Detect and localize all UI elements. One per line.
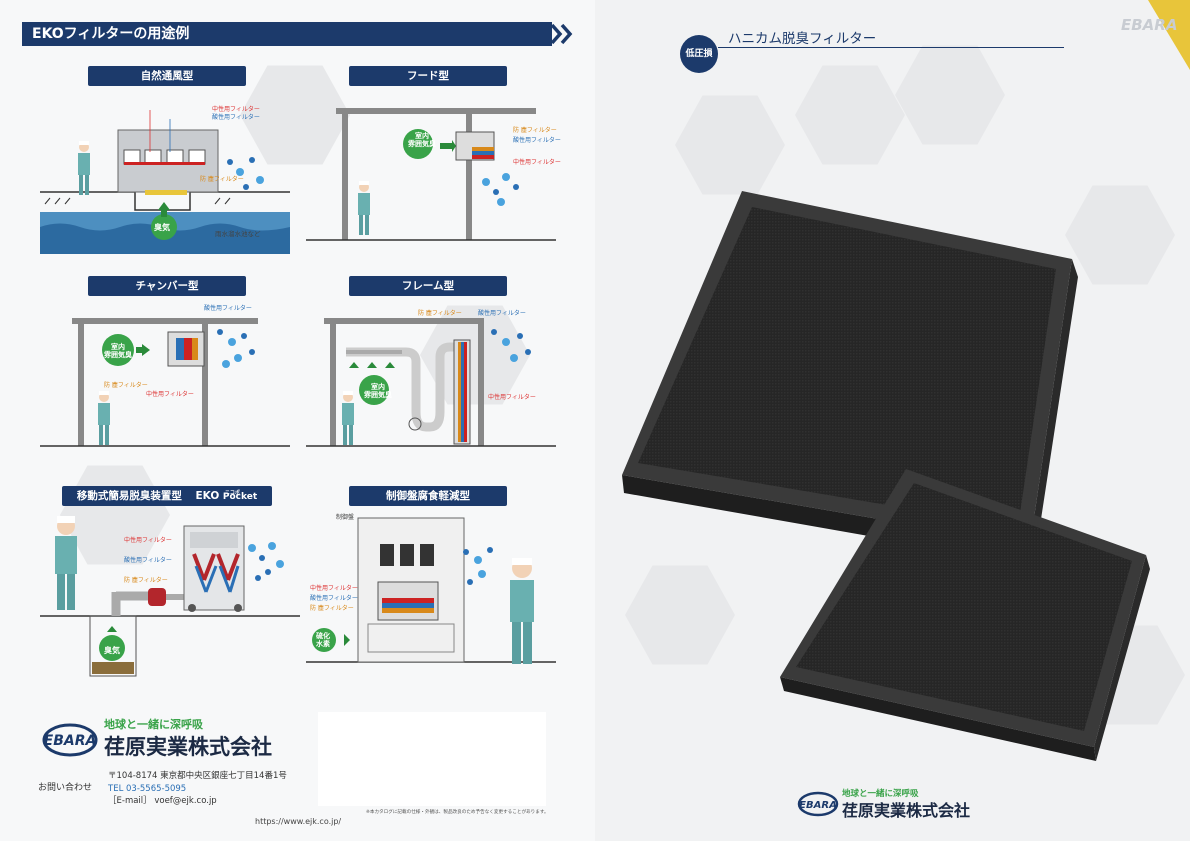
disclaimer-note: ※本カタログに記載の仕様・外観は、製品改良のため予告なく変更することがあります。 — [366, 810, 549, 815]
mobile-unit-diagram — [40, 525, 300, 677]
label-neutral: 中性用フィルター — [146, 391, 194, 398]
contact-label: お問い合わせ — [38, 783, 93, 793]
hood-diagram — [306, 108, 556, 241]
worker-figure — [98, 391, 110, 445]
label-dust: 防 塵フィルター — [124, 577, 168, 584]
bg-hex — [795, 65, 905, 165]
svg-text:EBARA: EBARA — [44, 733, 97, 749]
company-name: 荏原実業株式会社 — [842, 801, 971, 820]
label-neutral: 中性用フィルター — [488, 394, 536, 401]
label-acid: 酸性用フィルター — [204, 305, 252, 312]
section-title: EKOフィルターの用途例 — [22, 22, 552, 46]
worker-figure — [510, 558, 534, 664]
note-rainwater: 雨水溜水池など — [215, 230, 261, 238]
label-control-panel: 制御盤 — [336, 514, 355, 521]
title-underline — [718, 47, 1064, 48]
chamber-diagram — [40, 318, 290, 447]
label-dust: 防 塵フィルター — [418, 310, 462, 317]
corner-logo: EBARA — [1121, 16, 1178, 34]
tagline: 地球と一緒に深呼吸 — [104, 718, 203, 731]
ebara-logo-icon: EBARA — [797, 791, 839, 817]
label-neutral: 中性用フィルター — [310, 585, 358, 592]
label-dust: 防 塵フィルター — [513, 127, 557, 134]
natural-ventilation-diagram — [40, 110, 290, 254]
tagline: 地球と一緒に深呼吸 — [842, 789, 919, 799]
label-acid: 酸性用フィルター — [124, 557, 172, 564]
frame-diagram — [306, 318, 556, 447]
worker-figure — [358, 181, 370, 235]
email-address[interactable]: ［E-mail］ voef@ejk.co.jp — [108, 796, 217, 806]
label-acid: 酸性用フィルター — [310, 595, 358, 602]
control-panel-diagram — [306, 517, 556, 663]
panel-label-hood: フード型 — [349, 66, 507, 86]
label-dust: 防 塵フィルター — [310, 605, 354, 612]
bg-hex — [240, 65, 350, 165]
product-title: ハニカム脱臭フィルター — [728, 31, 877, 47]
panel-label-control: 制御盤腐食軽減型 — [349, 486, 507, 506]
indoor-smell-label: 室内雰囲気臭 — [408, 132, 436, 148]
bg-hex — [1065, 185, 1175, 285]
bg-hex — [895, 45, 1005, 145]
label-acid: 酸性用フィルター — [513, 137, 561, 144]
dealer-stamp-area — [318, 712, 546, 806]
panel-label-mobile: 移動式簡易脱臭装置型 EKO ニコポ Pocket — [62, 486, 272, 506]
honeycomb-filter-small-image — [780, 469, 1150, 761]
chevron-right-icon — [550, 23, 573, 45]
label-acid: 酸性用フィルター — [212, 114, 260, 121]
worker-figure — [55, 516, 77, 610]
smell-label: 臭気 — [154, 223, 170, 232]
low-pressure-badge: 低圧損 — [680, 35, 718, 73]
left-page: EKOフィルターの用途例 自然通風型 — [22, 22, 573, 826]
svg-text:EBARA: EBARA — [799, 800, 837, 811]
postal-address: 〒104-8174 東京都中央区銀座七丁目14番1号 — [108, 771, 287, 781]
label-neutral: 中性用フィルター — [212, 106, 260, 113]
website-link[interactable]: https://www.ejk.co.jp/ — [255, 817, 342, 826]
label-dust: 防 塵フィルター — [104, 382, 148, 389]
panel-label-frame: フレーム型 — [349, 276, 507, 296]
label-acid: 酸性用フィルター — [478, 310, 526, 317]
gas-label: 硫化水素 — [316, 632, 330, 648]
panel-label-chamber: チャンバー型 — [88, 276, 246, 296]
smell-label: 臭気 — [104, 646, 120, 655]
company-name: 荏原実業株式会社 — [104, 735, 272, 759]
ebara-logo-icon: EBARA — [42, 723, 98, 757]
indoor-smell-label: 室内雰囲気臭 — [104, 343, 132, 359]
worker-figure — [342, 391, 354, 445]
worker-figure — [78, 141, 90, 195]
label-neutral: 中性用フィルター — [513, 159, 561, 166]
label-dust: 防 塵フィルター — [200, 176, 244, 183]
panel-label-natural: 自然通風型 — [88, 66, 246, 86]
label-neutral: 中性用フィルター — [124, 537, 172, 544]
contact-address: 〒104-8174 東京都中央区銀座七丁目14番1号 TEL 03-5565-5… — [108, 770, 287, 808]
indoor-smell-label: 室内雰囲気臭 — [364, 383, 392, 399]
phone-number[interactable]: TEL 03-5565-5095 — [108, 783, 187, 794]
bg-hex — [675, 95, 785, 195]
